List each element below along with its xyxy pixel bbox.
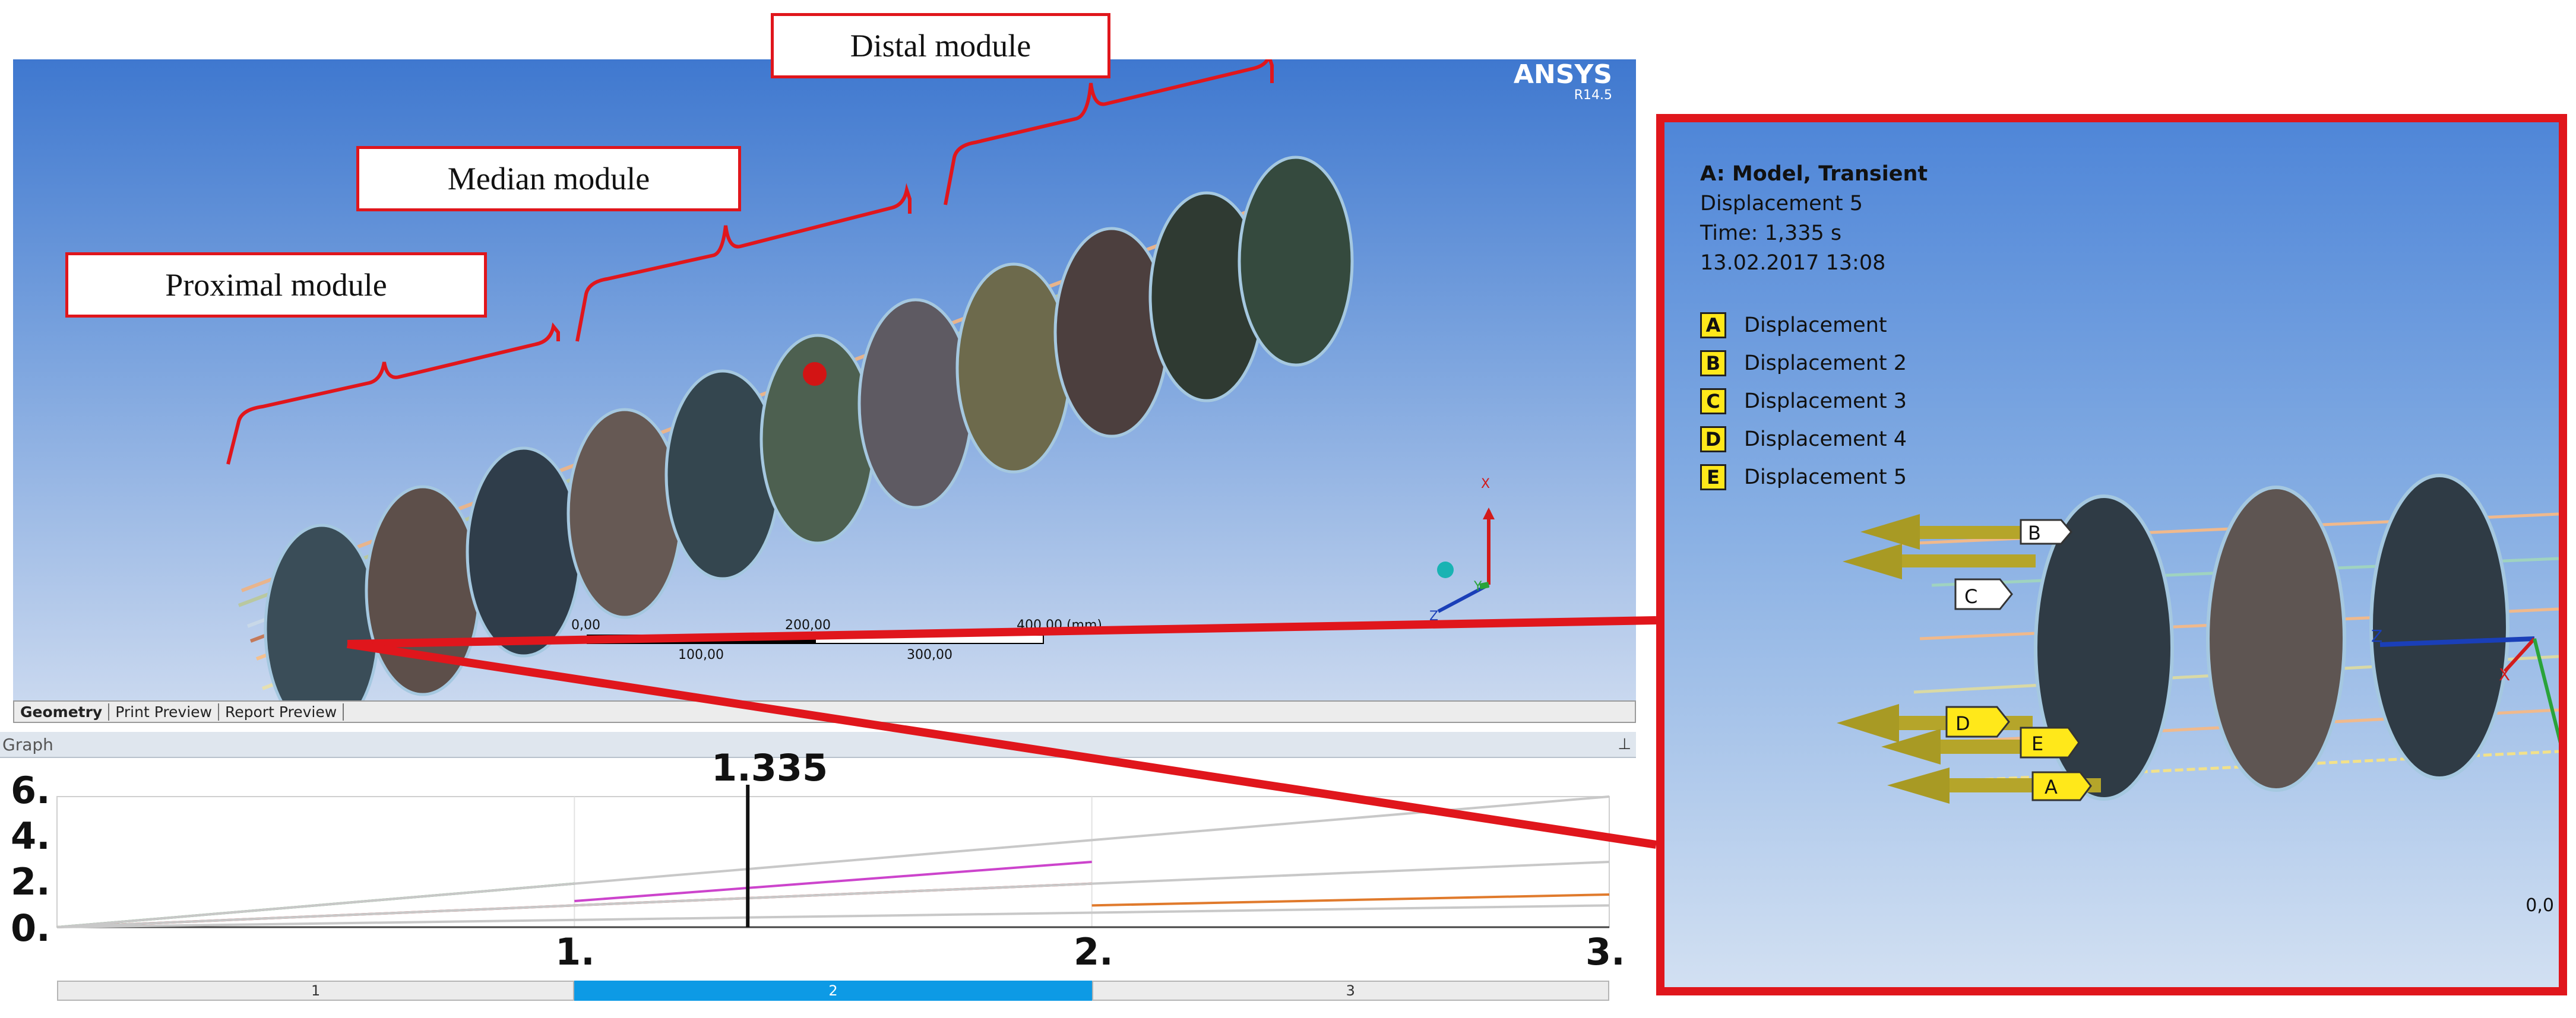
ansys-version: R14.5 [1574,88,1612,103]
y-tick-6: 6. [11,769,50,812]
legend-row: E Displacement 5 [1700,458,1907,496]
disc [567,408,683,619]
graph-panel[interactable]: 6. 4. 2. 0. 1.335 1. 2. 3. [0,746,1636,984]
disc [264,524,380,700]
arrow-tag-b: B [2028,522,2041,544]
scale-label-400: 400,00 (mm) [1017,618,1102,633]
legend-label-a: Displacement [1744,313,1887,337]
view-tabs: Geometry Print Preview Report Preview [13,700,1636,723]
displacement-arrows: B C D E [1837,514,2101,804]
disc [1053,227,1170,438]
arrow-a: A [1887,768,2101,804]
series-line-2 [574,861,1092,902]
x-tick-1: 1. [555,930,595,973]
model-geometry: X Y Z 0,00 200,00 400,00 (mm) 100,00 300… [226,59,1495,700]
series-line-6 [56,861,1610,928]
series-line-4 [1091,893,1610,907]
x-tick-3: 3. [1586,930,1625,973]
timeline-steps: 1 2 3 [57,981,1609,1001]
series-line-7 [56,904,1610,928]
legend-row: D Displacement 4 [1700,420,1907,458]
arrow-tag-c: C [1964,585,1977,608]
legend-row: A Displacement [1700,306,1907,344]
median-bracket [575,183,912,342]
disc [466,446,582,658]
detail-triad-z: Z [2371,626,2382,646]
arrow-b: B [1860,514,2072,550]
legend-label-e: Displacement 5 [1744,465,1907,489]
scale-label-200: 200,00 [785,618,831,633]
distal-bracket [944,59,1274,205]
legend-key-b: B [1700,350,1726,376]
timeline-step-3[interactable]: 3 [1091,981,1609,1001]
tab-report-preview[interactable]: Report Preview [219,703,344,721]
disc [365,485,481,696]
module-brackets [226,59,1274,465]
graph-chart[interactable] [0,758,1636,984]
legend-key-c: C [1700,388,1726,414]
x-tick-2: 2. [1074,930,1113,973]
timeline-step-1[interactable]: 1 [57,981,575,1001]
detail-disc [2034,494,2174,801]
detail-disc [2206,486,2346,792]
scale-label-300: 300,00 [907,648,952,662]
detail-geometry: Z X Y B C D [1837,474,2559,804]
y-tick-2: 2. [11,860,50,903]
model-title: A: Model, Transient [1700,162,1928,186]
legend-key-e: E [1700,464,1726,490]
result-time: Time: 1,335 s [1700,221,1842,245]
point-marker [803,362,827,386]
y-tick-0: 0. [11,906,50,950]
arrow-tag-a: A [2045,776,2058,798]
tab-print-preview[interactable]: Print Preview [109,703,220,721]
legend-row: C Displacement 3 [1700,382,1907,420]
detail-triad-x: X [2499,665,2510,684]
proximal-module-label: Proximal module [65,252,487,318]
scale-label-100: 100,00 [678,648,724,662]
triad-x-label: X [1481,477,1490,491]
proximal-bracket [226,322,560,465]
legend-label-b: Displacement 2 [1744,351,1907,375]
disc [664,369,781,581]
geometry-viewport[interactable]: ANSYS R14.5 [13,59,1636,700]
disc [1238,156,1354,367]
legend-row: B Displacement 2 [1700,344,1907,382]
legend-key-d: D [1700,426,1726,452]
triad-z-label: Z [1429,609,1438,624]
triad-y-label: Y [1473,579,1482,594]
coordinate-triad: X Y Z [1429,477,1495,624]
scale-bar: 0,00 200,00 400,00 (mm) 100,00 300,00 [571,618,1102,662]
legend-label-d: Displacement 4 [1744,427,1907,451]
detail-corner-value: 0,0 [2526,895,2554,916]
distal-module-label: Distal module [771,13,1110,78]
arrow-tag-d: D [1955,712,1970,735]
detail-disc [2369,474,2509,780]
result-date: 13.02.2017 13:08 [1700,251,1886,275]
arrow-c: C [1843,544,2036,610]
result-name: Displacement 5 [1700,192,1863,215]
cursor-value: 1.335 [711,746,828,789]
displacement-legend: A Displacement B Displacement 2 C Displa… [1700,306,1907,496]
pin-icon[interactable]: ⊥ [1618,735,1631,753]
timeline-step-2[interactable]: 2 [574,981,1092,1001]
disc [857,298,974,509]
legend-key-a: A [1700,312,1726,338]
disc [955,262,1072,474]
detail-viewport[interactable]: A: Model, Transient Displacement 5 Time:… [1656,114,2567,995]
arrow-e: E [1881,727,2080,765]
legend-label-c: Displacement 3 [1744,389,1907,413]
y-tick-4: 4. [11,814,50,858]
graph-title: Graph [2,734,53,754]
scale-label-0: 0,00 [571,618,600,633]
arrow-d: D [1837,704,2033,743]
arrow-tag-e: E [2031,732,2043,755]
discs [264,156,1354,700]
median-module-label: Median module [356,146,741,211]
model-info: A: Model, Transient Displacement 5 Time:… [1700,159,1928,278]
ansys-logo: ANSYS R14.5 [1513,59,1612,103]
tab-geometry[interactable]: Geometry [14,703,110,721]
